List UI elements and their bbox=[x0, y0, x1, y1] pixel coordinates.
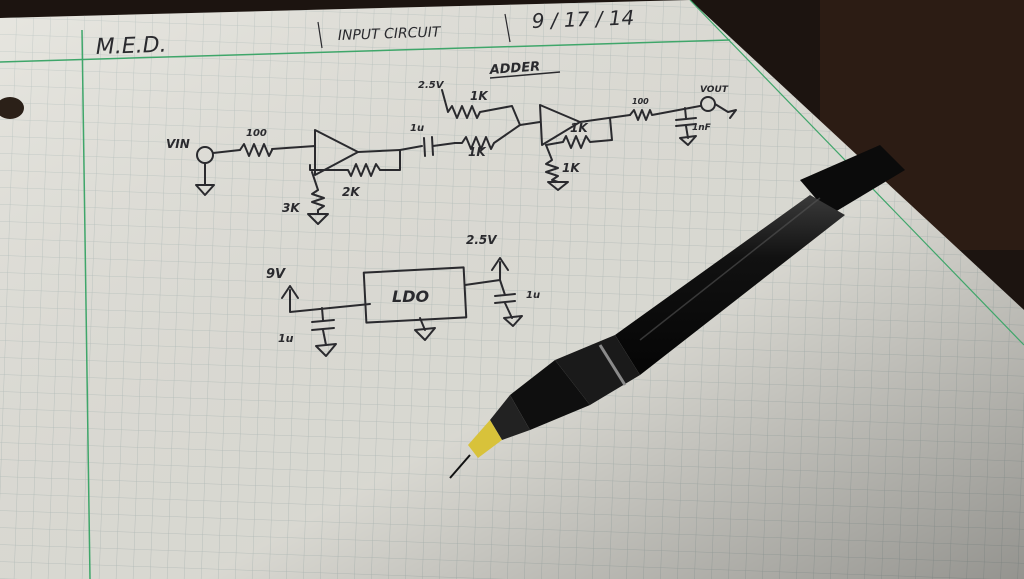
pen-band bbox=[598, 344, 627, 386]
feedback-resistor-label: 2K bbox=[342, 185, 361, 199]
header-date: 9 / 17 / 14 bbox=[531, 5, 634, 33]
ldo-box bbox=[362, 266, 468, 324]
ground-resistor-label: 3K bbox=[282, 201, 301, 215]
vin-label: VIN bbox=[166, 137, 190, 151]
adder-top-resistor-label: 1K bbox=[470, 89, 489, 103]
header-line bbox=[0, 39, 731, 63]
ldo-input-capacitor bbox=[311, 307, 337, 357]
opamp2-triangle bbox=[539, 104, 581, 146]
adder-ground-resistor bbox=[545, 144, 569, 191]
ldo-input-wire bbox=[289, 289, 371, 313]
input-resistor-label: 100 bbox=[246, 128, 267, 139]
output-cap-label: 1nF bbox=[692, 123, 712, 133]
output-capacitor bbox=[675, 107, 697, 146]
hole-punch bbox=[0, 97, 24, 119]
supply-2v5-arrow bbox=[491, 257, 509, 271]
adder-title-underline bbox=[489, 71, 561, 79]
ldo-supply-out-label: 2.5V bbox=[466, 233, 498, 247]
adder-resistor-bottom bbox=[454, 121, 541, 150]
ground-resistor bbox=[307, 189, 329, 225]
adder-feedback-resistor bbox=[545, 117, 613, 149]
pen-cone bbox=[490, 395, 530, 440]
adder-supply-label: 2.5V bbox=[418, 80, 445, 91]
header-divider-1 bbox=[317, 21, 323, 49]
header-divider-2 bbox=[504, 13, 511, 43]
schematic-labels: ADDER VIN VOUT 100 3K 2K 1u 2.5V 1K 1K 1… bbox=[166, 60, 729, 345]
header-initials: M.E.D. bbox=[95, 33, 167, 60]
ldo-ground bbox=[414, 317, 436, 341]
ldo-cap-in-label: 1u bbox=[278, 332, 294, 345]
ldo-label: LDO bbox=[392, 287, 429, 306]
pen-grip bbox=[555, 335, 640, 405]
pen-highlight bbox=[639, 197, 821, 341]
mechanical-pencil bbox=[449, 145, 905, 479]
output-resistor-label: 100 bbox=[632, 97, 649, 106]
feedback-resistor bbox=[309, 163, 381, 177]
input-resistor bbox=[239, 143, 273, 157]
opamp1-triangle bbox=[314, 129, 359, 176]
coupling-cap-label: 1u bbox=[410, 123, 424, 134]
ground-resistor-wire bbox=[311, 171, 319, 191]
header-title: INPUT CIRCUIT bbox=[338, 24, 443, 44]
adder-feedback-resistor-label: 1K bbox=[570, 121, 589, 135]
supply-9v-arrow bbox=[281, 285, 299, 299]
margin-line bbox=[81, 29, 91, 579]
feedback-wire bbox=[379, 149, 401, 171]
pen-tip bbox=[468, 420, 502, 458]
opamp1-output-wire bbox=[357, 149, 401, 153]
input-ground-symbol bbox=[195, 162, 215, 196]
opamp2-output-wire bbox=[579, 114, 631, 123]
output-ground bbox=[714, 103, 737, 119]
pen-cap bbox=[800, 145, 905, 215]
ldo-cap-out-label: 1u bbox=[526, 290, 540, 301]
output-resistor bbox=[629, 105, 701, 121]
vout-label: VOUT bbox=[700, 85, 729, 95]
adder-resistor-top bbox=[441, 89, 521, 126]
pen-barrel bbox=[615, 195, 845, 375]
adder-title: ADDER bbox=[488, 60, 540, 79]
coupling-capacitor bbox=[399, 136, 456, 157]
schematic-drawing bbox=[195, 89, 737, 357]
pen-front bbox=[510, 360, 590, 430]
adder-bottom-resistor-label: 1K bbox=[468, 145, 487, 159]
ldo-output-capacitor bbox=[494, 279, 523, 327]
ldo-supply-in-label: 9V bbox=[266, 267, 286, 282]
pen-lead bbox=[449, 454, 471, 479]
input-wire bbox=[212, 149, 241, 154]
opamp1-input-wire bbox=[271, 145, 316, 150]
adder-ground-resistor-label: 1K bbox=[562, 161, 581, 175]
